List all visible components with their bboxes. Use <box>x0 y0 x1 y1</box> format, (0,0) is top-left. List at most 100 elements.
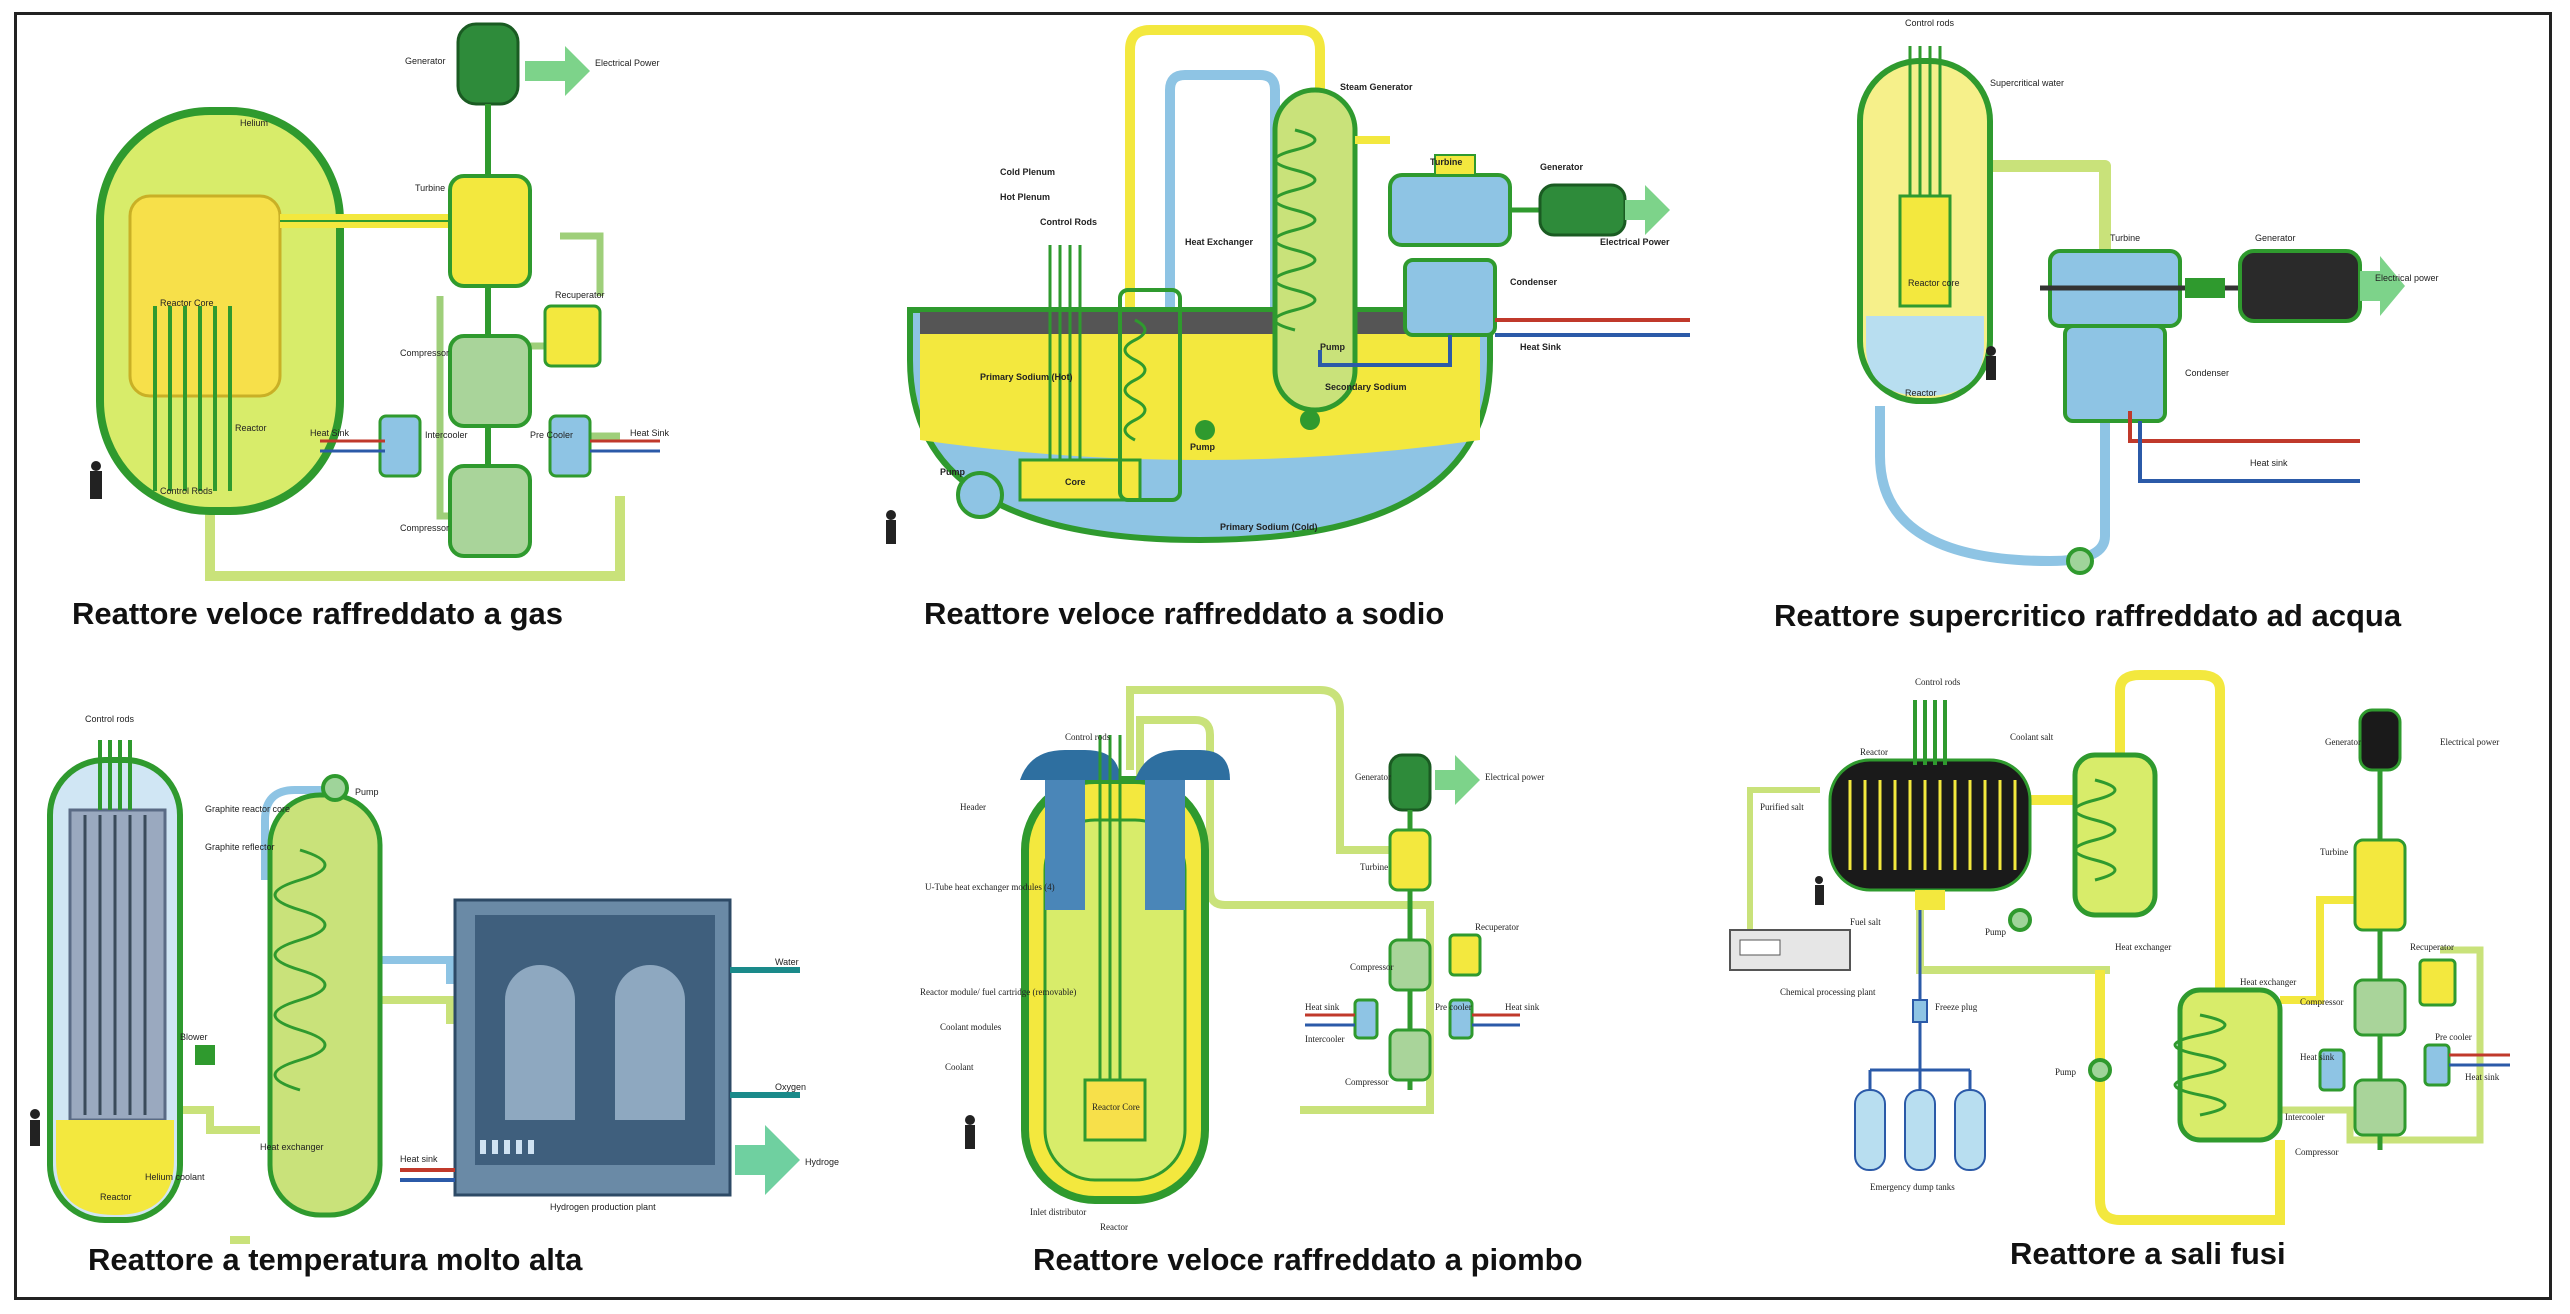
gfr-recuperator <box>543 304 602 368</box>
msr-label-purified-salt: Purified salt <box>1760 802 1804 812</box>
scwr-power-arrow <box>2360 256 2405 316</box>
vhtr-label-water: Water <box>775 957 799 967</box>
msr-turbine <box>2353 838 2407 932</box>
vhtr-helium-plenum <box>56 1120 174 1215</box>
sfr-label-electrical-power: Electrical Power <box>1600 237 1670 247</box>
vhtr-label-graphite-reflector: Graphite reflector <box>205 842 275 852</box>
vhtr-control-rods <box>98 740 132 810</box>
lfr-label-pre-cooler: Pre cooler <box>1435 1002 1472 1012</box>
panel-molten-salt-reactor: Control rods Generator Electrical power … <box>1720 670 2510 1230</box>
lfr-label-turbine: Turbine <box>1360 862 1388 872</box>
vhtr-label-hydrogen-plant: Hydrogen production plant <box>550 1202 656 1212</box>
msr-heat-exchanger-1 <box>2072 752 2158 918</box>
gfr-label-reactor: Reactor <box>235 423 267 433</box>
lfr-label-u-tube: U-Tube heat exchanger modules (4) <box>925 882 1055 892</box>
lfr-power-arrow <box>1435 755 1480 805</box>
sfr-control-rods <box>1048 245 1082 460</box>
msr-label-coolant-salt: Coolant salt <box>2010 732 2054 742</box>
panel-gas-cooled-fast-reactor: Generator Electrical Power Helium Turbin… <box>60 16 820 606</box>
msr-label-pump-2: Pump <box>2055 1067 2077 1077</box>
msr-label-control-rods: Control rods <box>1915 677 1961 687</box>
gfr-turbine <box>448 174 532 288</box>
msr-label-heat-exchanger-1: Heat exchanger <box>2115 942 2171 952</box>
scwr-label-reactor: Reactor <box>1905 388 1937 398</box>
msr-label-intercooler: Intercooler <box>2285 1112 2324 1122</box>
lfr-core <box>1083 1078 1147 1142</box>
sfr-label-core: Core <box>1065 477 1086 487</box>
lfr-label-coolant: Coolant <box>945 1062 974 1072</box>
gfr-label-control-rods: Control Rods <box>160 486 213 496</box>
vhtr-label-helium-coolant: Helium coolant <box>145 1172 205 1182</box>
gfr-diagram: Generator Electrical Power Helium Turbin… <box>90 22 670 581</box>
scwr-pump <box>2066 547 2094 575</box>
sfr-turbine <box>1388 173 1512 247</box>
gfr-reactor-core <box>128 194 282 398</box>
lfr-label-inlet-distributor: Inlet distributor <box>1030 1207 1086 1217</box>
msr-dump-tank-3 <box>1954 1089 1986 1171</box>
msr-recuperator <box>2418 958 2457 1007</box>
gfr-intercooler <box>378 414 422 478</box>
sfr-label-steam-generator: Steam Generator <box>1340 82 1413 92</box>
msr-label-generator: Generator <box>2325 737 2361 747</box>
lfr-label-reactor-core: Reactor Core <box>1092 1102 1140 1112</box>
msr-label-dump-tanks: Emergency dump tanks <box>1870 1182 1955 1192</box>
caption-lfr: Reattore veloce raffreddato a piombo <box>1033 1242 1583 1277</box>
lfr-turbine <box>1388 828 1432 892</box>
lfr-label-recuperator: Recuperator <box>1475 922 1519 932</box>
scwr-label-electrical-power: Electrical power <box>2375 273 2439 283</box>
gfr-label-reactor-core: Reactor Core <box>160 298 214 308</box>
sfr-pump-2 <box>1300 410 1320 430</box>
sfr-hot-pipe <box>1125 25 1325 450</box>
msr-label-reactor: Reactor <box>1860 747 1888 757</box>
msr-secondary-cold-pipe <box>2095 970 2285 1225</box>
lfr-intercooler <box>1353 998 1379 1040</box>
lfr-control-rods <box>1098 735 1122 1090</box>
sfr-label-heat-sink: Heat Sink <box>1520 342 1562 352</box>
scwr-label-control-rods: Control rods <box>1905 18 1955 28</box>
sfr-label-cold-plenum: Cold Plenum <box>1000 167 1055 177</box>
lfr-recuperator <box>1448 933 1482 977</box>
msr-label-chemical-plant: Chemical processing plant <box>1780 987 1876 997</box>
scwr-label-generator: Generator <box>2255 233 2296 243</box>
panel-supercritical-water-reactor: Control rods Supercritical water Turbine… <box>1840 16 2439 586</box>
panel-very-high-temperature-reactor: Control rods Pump Graphite reactor core … <box>30 700 870 1244</box>
gfr-scale-person <box>90 471 102 499</box>
scwr-steam-pipe <box>1990 160 2111 251</box>
lfr-header-right <box>1135 750 1230 780</box>
lfr-scale-person <box>965 1125 975 1149</box>
sfr-heat-exchanger <box>1118 288 1182 502</box>
gfr-control-rods <box>153 306 232 491</box>
sfr-label-primary-sodium-hot: Primary Sodium (Hot) <box>980 372 1073 382</box>
gfr-label-compressor-2: Compressor <box>400 523 449 533</box>
vhtr-label-hydrogen: Hydroge <box>805 1157 839 1167</box>
gfr-label-helium: Helium <box>240 118 268 128</box>
sfr-label-condenser: Condenser <box>1510 277 1558 287</box>
scwr-label-condenser: Condenser <box>2185 368 2229 378</box>
gfr-power-arrow <box>525 46 590 96</box>
sfr-label-secondary-sodium: Secondary Sodium <box>1325 382 1407 392</box>
gfr-label-intercooler: Intercooler <box>425 430 468 440</box>
msr-intercooler <box>2318 1048 2346 1092</box>
vhtr-label-graphite-core: Graphite reactor core <box>205 804 290 814</box>
lfr-label-generator: Generator <box>1355 772 1391 782</box>
scwr-label-reactor-core: Reactor core <box>1908 278 1960 288</box>
lfr-hot-pipe <box>1126 686 1390 854</box>
vhtr-graphite-rods <box>83 815 147 1115</box>
msr-label-electrical-power: Electrical power <box>2440 737 2499 747</box>
scwr-water-region <box>1866 316 1984 396</box>
sfr-vessel-cover <box>920 312 1480 334</box>
lfr-label-header: Header <box>960 802 986 812</box>
scwr-feedwater-pipe <box>1875 406 2110 567</box>
vhtr-label-heat-sink: Heat sink <box>400 1154 438 1164</box>
vhtr-blower <box>195 1045 215 1065</box>
msr-label-heat-sink-right: Heat sink <box>2465 1072 2500 1082</box>
sfr-label-heat-exchanger: Heat Exchanger <box>1185 237 1254 247</box>
msr-generator <box>2358 708 2402 772</box>
vhtr-hydrogen-arrow <box>735 1125 800 1195</box>
gfr-label-heat-sink-right: Heat Sink <box>630 428 670 438</box>
scwr-label-turbine: Turbine <box>2110 233 2140 243</box>
vhtr-label-blower: Blower <box>180 1032 208 1042</box>
lfr-compressor-2 <box>1388 1028 1432 1082</box>
gfr-label-recuperator: Recuperator <box>555 290 605 300</box>
lfr-header-left <box>1020 750 1120 780</box>
